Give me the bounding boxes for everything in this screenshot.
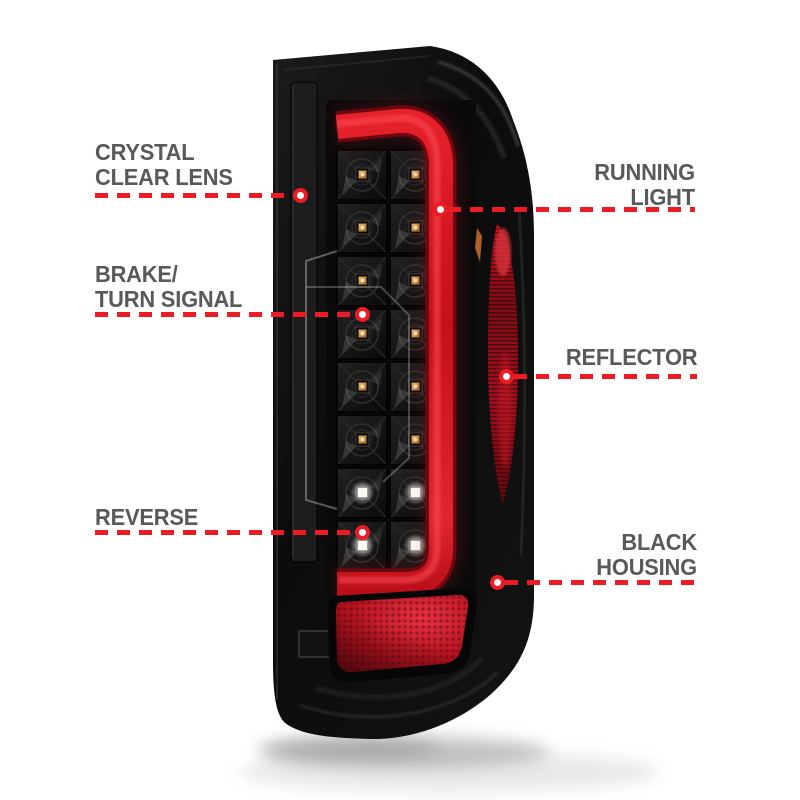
callout-line-1: RUNNING: [594, 159, 695, 185]
callout-line-1: REFLECTOR: [565, 344, 698, 370]
callout-label-black-housing: BLACK HOUSING: [596, 530, 697, 580]
ground-shadow: [240, 736, 660, 792]
bottom-reflector: [328, 587, 478, 683]
led-cell: [337, 362, 387, 412]
led-cell: [337, 415, 387, 465]
led-cell-reverse: [337, 468, 387, 518]
callout-label-reflector: REFLECTOR: [565, 344, 698, 370]
leader-line-crystal-clear-lens: [95, 193, 295, 198]
callout-line-1: REVERSE: [95, 504, 199, 530]
side-reflector: [475, 224, 518, 504]
leader-line-black-housing: [505, 580, 697, 585]
leader-dot-reverse: [355, 525, 370, 540]
led-cell: [337, 150, 387, 200]
amber-sliver: [475, 228, 482, 262]
leader-dot-reflector: [499, 369, 514, 384]
callout-line-2: LIGHT: [630, 184, 695, 210]
leader-dot-black-housing: [490, 575, 505, 590]
callout-line-1: BLACK: [621, 529, 697, 555]
leader-dot-brake-turn-signal: [355, 307, 370, 322]
leader-line-reverse: [95, 530, 356, 535]
callout-label-reverse: REVERSE: [95, 505, 198, 530]
callout-line-1: BRAKE/: [95, 261, 178, 287]
leader-line-brake-turn-signal: [95, 312, 356, 317]
led-cell: [337, 256, 387, 306]
led-cell: [337, 203, 387, 253]
callout-line-2: CLEAR LENS: [95, 164, 233, 190]
leader-dot-running-light: [433, 202, 448, 217]
callout-line-2: TURN SIGNAL: [95, 286, 243, 312]
callout-line-1: CRYSTAL: [95, 139, 195, 165]
running-light-bar: [335, 100, 461, 604]
brake-section-outline: [305, 250, 410, 510]
callout-label-running-light: RUNNING LIGHT: [594, 160, 695, 210]
leader-line-running-light: [448, 207, 695, 212]
callout-label-crystal-clear-lens: CRYSTAL CLEAR LENS: [95, 140, 233, 190]
callout-label-brake-turn-signal: BRAKE/ TURN SIGNAL: [95, 262, 242, 312]
leader-dot-crystal-clear-lens: [293, 188, 308, 203]
leader-line-reflector: [514, 374, 697, 379]
callout-line-2: HOUSING: [596, 554, 697, 580]
